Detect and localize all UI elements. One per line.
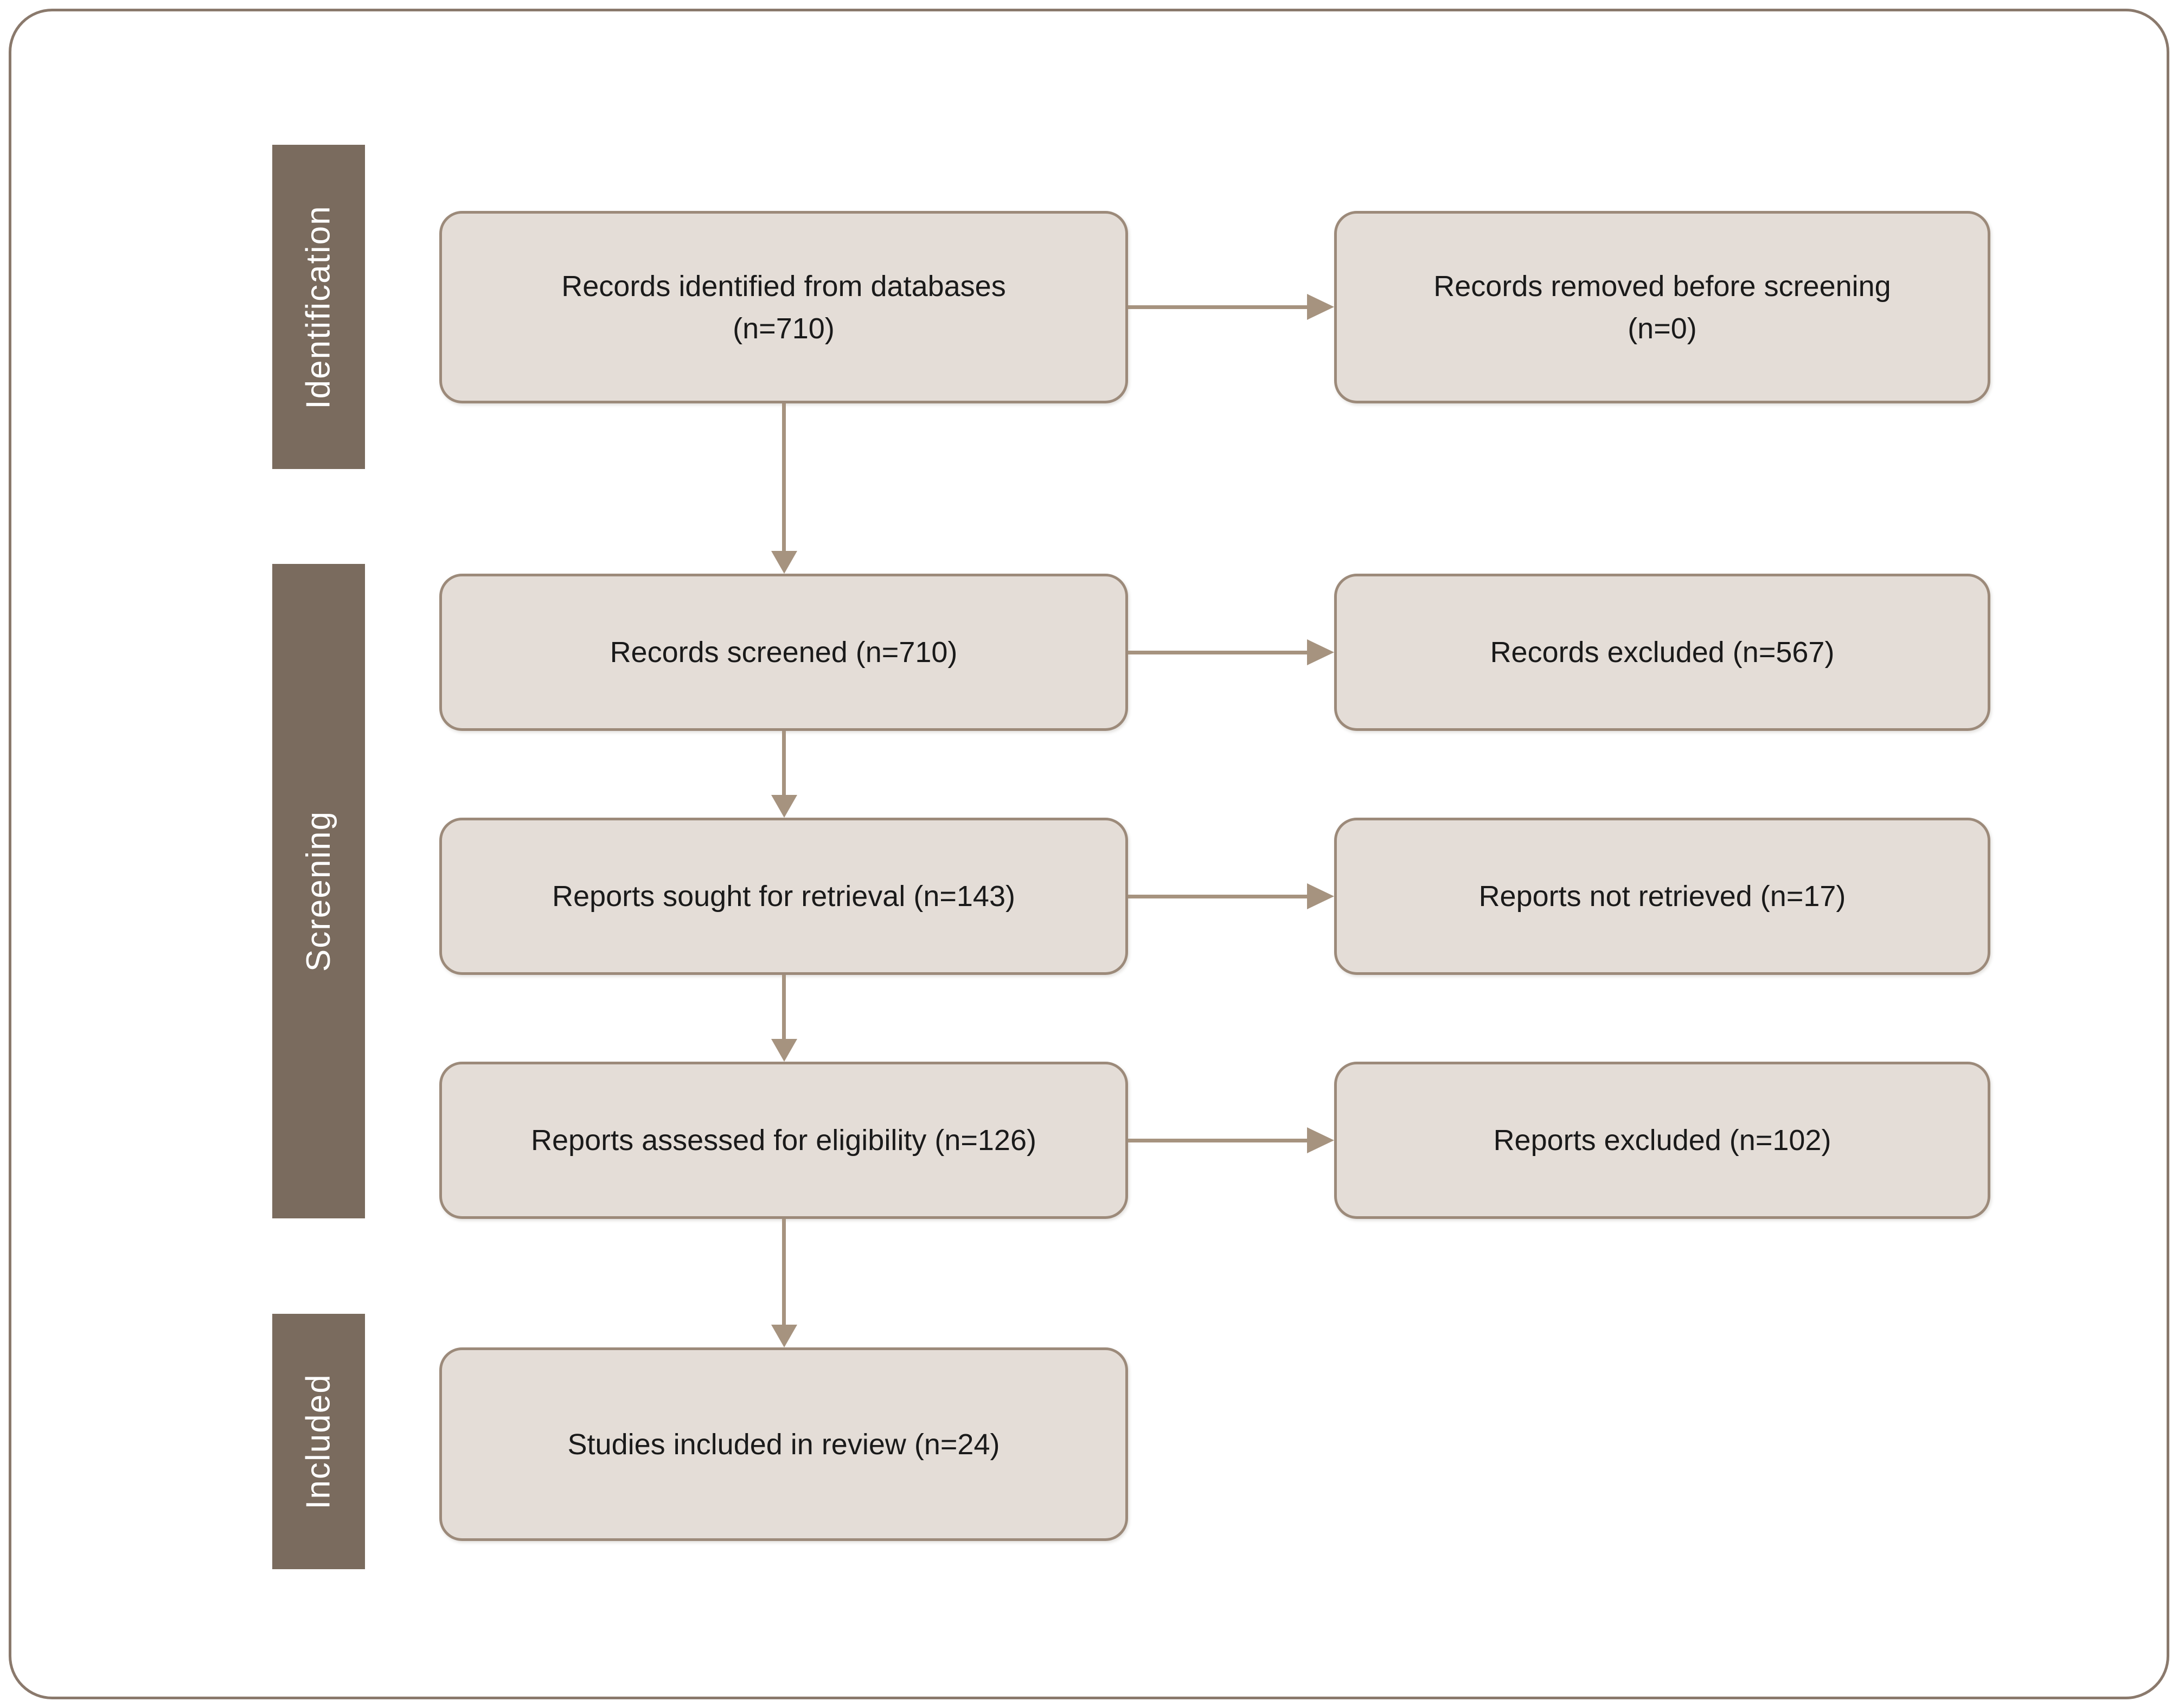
stage-label-identification: Identification: [300, 204, 337, 409]
box-reports-sought: Reports sought for retrieval (n=143): [439, 818, 1128, 975]
box-text-line: Records identified from databases: [561, 269, 1006, 303]
arrow-head-right-icon: [1307, 639, 1334, 665]
box-text: Records identified from databases (n=710…: [561, 265, 1005, 350]
box-count-line: (n=0): [1628, 312, 1697, 345]
box-reports-assessed: Reports assessed for eligibility (n=126): [439, 1062, 1128, 1219]
box-text-line: Reports not retrieved (n=17): [1478, 880, 1846, 913]
arrow-line: [782, 1219, 786, 1327]
arrow-head-right-icon: [1307, 1127, 1334, 1153]
box-text-line: Records screened (n=710): [610, 636, 958, 669]
arrow-head-down-icon: [771, 795, 797, 818]
box-records-screened: Records screened (n=710): [439, 574, 1128, 731]
stage-bar-included: Included: [272, 1314, 365, 1569]
box-records-removed: Records removed before screening (n=0): [1334, 211, 1990, 403]
stage-label-included: Included: [300, 1373, 338, 1510]
arrow-line: [782, 731, 786, 797]
box-text-line: Reports assessed for eligibility (n=126): [531, 1124, 1036, 1157]
arrow-line: [1128, 651, 1310, 654]
arrow-line: [782, 403, 786, 555]
box-text-line: Records removed before screening: [1433, 269, 1891, 303]
arrow-head-down-icon: [771, 551, 797, 574]
stage-bar-screening: Screening: [272, 564, 365, 1218]
box-text: Records removed before screening (n=0): [1433, 265, 1891, 350]
box-reports-excluded: Reports excluded (n=102): [1334, 1062, 1990, 1219]
box-text-line: Reports sought for retrieval (n=143): [552, 880, 1015, 913]
arrow-head-down-icon: [771, 1039, 797, 1062]
box-text-line: Records excluded (n=567): [1490, 636, 1835, 669]
arrow-head-right-icon: [1307, 294, 1334, 320]
box-text-line: Reports excluded (n=102): [1493, 1124, 1831, 1157]
box-records-excluded: Records excluded (n=567): [1334, 574, 1990, 731]
arrow-head-right-icon: [1307, 883, 1334, 909]
stage-label-screening: Screening: [300, 810, 337, 972]
box-studies-included: Studies included in review (n=24): [439, 1347, 1128, 1541]
box-text-line: Studies included in review (n=24): [567, 1428, 1000, 1461]
box-count-line: (n=710): [733, 312, 835, 345]
arrow-line: [1128, 895, 1310, 898]
arrow-line: [1128, 1139, 1310, 1142]
box-reports-not-retrieved: Reports not retrieved (n=17): [1334, 818, 1990, 975]
box-records-identified: Records identified from databases (n=710…: [439, 211, 1128, 403]
arrow-line: [1128, 305, 1310, 309]
stage-bar-identification: Identification: [272, 145, 365, 469]
arrow-line: [782, 975, 786, 1041]
arrow-head-down-icon: [771, 1325, 797, 1347]
